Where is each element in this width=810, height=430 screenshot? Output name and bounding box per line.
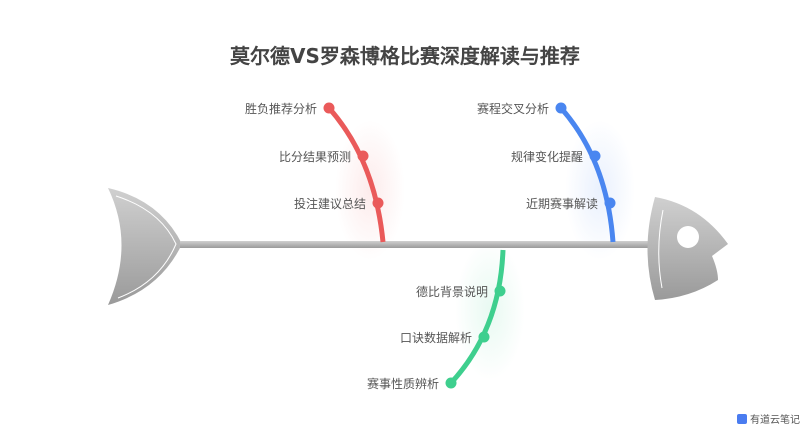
branch-label: 赛事性质辨析 bbox=[366, 377, 439, 391]
fish-head bbox=[647, 197, 728, 300]
branch-label: 投注建议总结 bbox=[293, 197, 366, 211]
watermark-text: 有道云笔记 bbox=[750, 415, 800, 426]
watermark: 有道云笔记 bbox=[737, 411, 800, 426]
branch-label: 口诀数据解析 bbox=[399, 331, 472, 345]
fish-tail bbox=[108, 188, 182, 305]
note-logo-icon bbox=[737, 413, 747, 424]
fish-spine bbox=[180, 241, 648, 248]
branch-label: 赛程交叉分析 bbox=[476, 102, 549, 116]
branch-label: 德比背景说明 bbox=[415, 285, 488, 299]
branch-label: 胜负推荐分析 bbox=[244, 102, 317, 116]
fish-eye bbox=[677, 226, 699, 248]
page-title: 莫尔德VS罗森博格比赛深度解读与推荐 bbox=[230, 44, 580, 68]
branch-label: 比分结果预测 bbox=[278, 150, 351, 164]
branch-label: 规律变化提醒 bbox=[510, 150, 583, 164]
branch-label: 近期赛事解读 bbox=[525, 197, 598, 211]
